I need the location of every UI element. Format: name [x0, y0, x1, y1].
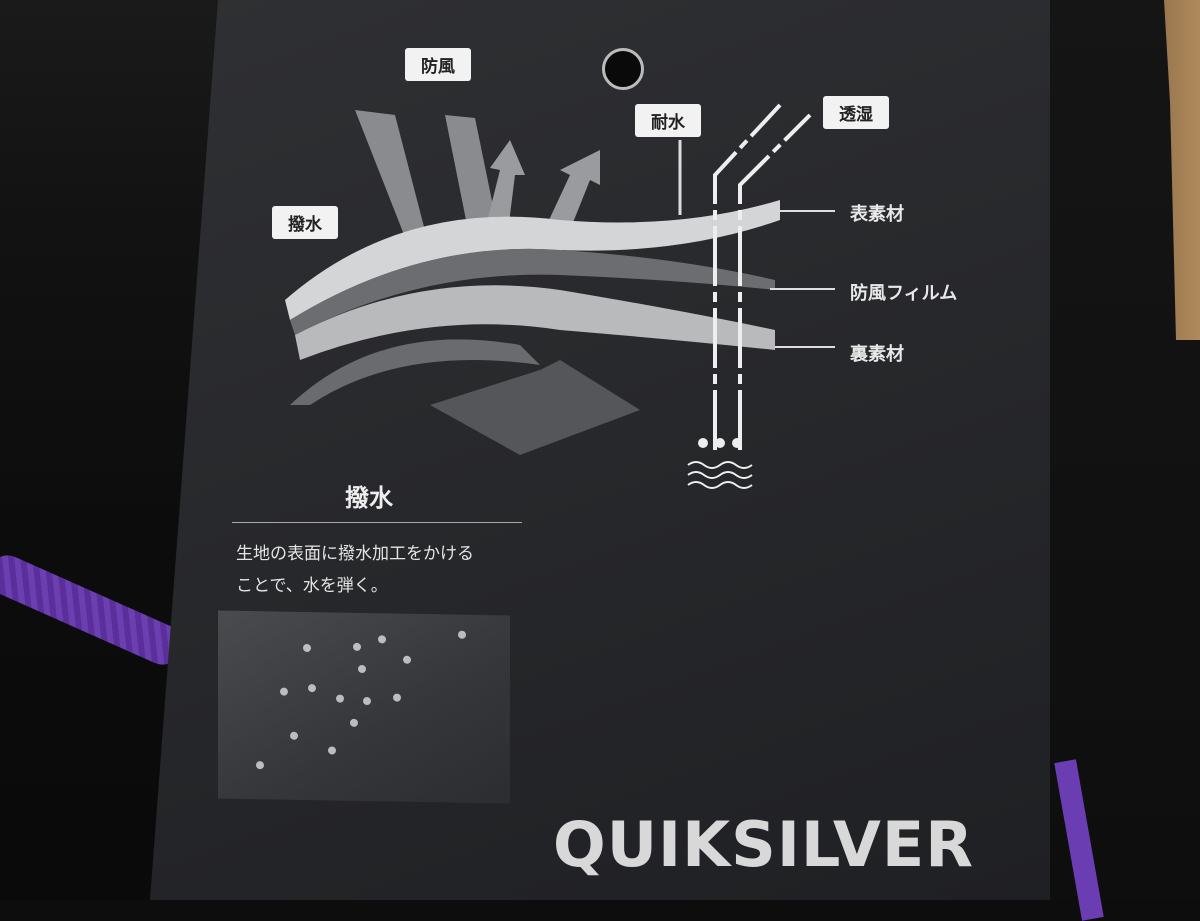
water-bead: [353, 642, 361, 651]
description: 生地の表面に撥水加工をかける ことで、水を弾く。: [236, 538, 474, 602]
water-bead: [458, 630, 466, 639]
water-bead: [378, 635, 386, 644]
section-heading: 撥水: [345, 484, 393, 512]
water-bead: [363, 696, 371, 706]
leader-line: [770, 288, 835, 290]
layer-outer: 表素材: [850, 204, 904, 225]
down-arrow: [430, 360, 640, 455]
breathable-arrow: [713, 103, 782, 450]
water-drops-icon: [698, 438, 742, 448]
water-waves-icon: [687, 461, 753, 489]
water-bead: [328, 746, 336, 755]
tag-hole: [602, 48, 644, 90]
water-bead: [303, 643, 311, 653]
label-water-resistant: 耐水: [635, 104, 701, 137]
layer-film: 防風フィルム: [850, 283, 958, 304]
water-beading-photo: [218, 610, 510, 804]
wind-arrow: [355, 110, 430, 250]
brand-logo: QUIKSILVER: [553, 808, 974, 881]
water-bead: [256, 761, 264, 770]
description-line: ことで、水を弾く。: [236, 576, 388, 596]
water-bead: [290, 731, 298, 740]
divider: [232, 522, 522, 523]
water-bead: [403, 655, 411, 664]
water-bead: [350, 718, 358, 727]
repel-curve: [290, 339, 540, 405]
outer-layer: [285, 200, 780, 320]
label-breathable: 透湿: [823, 96, 889, 129]
breathable-arrow: [738, 113, 812, 450]
label-water-repellent: 撥水: [272, 206, 338, 239]
label-windproof: 防風: [405, 48, 471, 81]
wind-arrow: [445, 115, 500, 240]
leader-line: [775, 346, 835, 348]
film-layer: [290, 248, 775, 335]
water-bead: [358, 664, 366, 674]
water-bead: [336, 694, 344, 703]
water-bead: [308, 684, 316, 693]
layer-inner: 裏素材: [850, 344, 904, 365]
water-bead: [280, 687, 288, 696]
leader-line: [780, 210, 835, 212]
fabric-layer-diagram: [285, 103, 812, 489]
water-bead: [393, 693, 401, 702]
description-line: 生地の表面に撥水加工をかける: [236, 544, 474, 564]
inner-layer: [295, 285, 775, 360]
